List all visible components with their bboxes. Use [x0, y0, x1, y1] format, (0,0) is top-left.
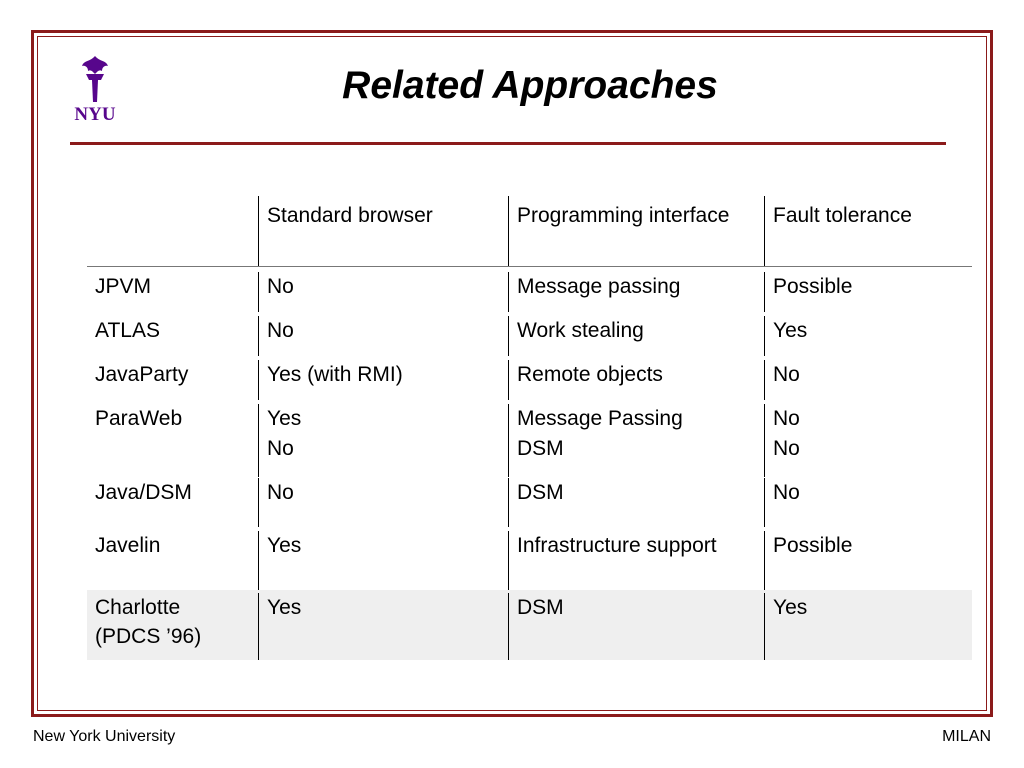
- table-header-row: Standard browser Programming interface F…: [87, 196, 972, 267]
- table-cell: No: [764, 404, 972, 434]
- table-cell: Yes: [764, 316, 972, 356]
- table-cell: DSM: [508, 434, 764, 477]
- slide-border-inner: [37, 36, 987, 711]
- nyu-logo: NYU: [68, 52, 122, 125]
- footer-project: MILAN: [942, 728, 991, 745]
- logo-text: NYU: [74, 104, 116, 125]
- title-rule: [70, 142, 946, 145]
- table-cell: No: [258, 434, 508, 477]
- header-cell: [87, 196, 258, 266]
- table-cell: Yes: [258, 593, 508, 660]
- table-cell: No: [258, 478, 508, 527]
- table-cell: No: [764, 434, 972, 477]
- table-cell: JavaParty: [95, 363, 189, 386]
- table-cell: DSM: [508, 478, 764, 527]
- table-cell: DSM: [508, 593, 764, 660]
- torch-icon: [82, 56, 108, 102]
- table-row: No DSM No: [87, 434, 972, 477]
- slide-border-outer: [31, 30, 993, 717]
- table-cell: [87, 434, 258, 477]
- table-row: Charlotte (PDCS ’96) Yes DSM Yes: [87, 590, 972, 660]
- table-row: JPVM No Message passing Possible: [87, 267, 972, 312]
- table-row: ATLAS No Work stealing Yes: [87, 312, 972, 356]
- table-cell: Possible: [764, 531, 972, 590]
- table-cell: Infrastructure support: [508, 531, 764, 590]
- table-cell: No: [764, 478, 972, 527]
- header-cell: Programming interface: [508, 196, 764, 266]
- header-cell: Fault tolerance: [764, 196, 972, 266]
- table-cell: Possible: [764, 272, 972, 312]
- table-cell: Javelin: [95, 534, 161, 557]
- comparison-table: Standard browser Programming interface F…: [87, 196, 972, 660]
- table-cell: No: [764, 360, 972, 400]
- table-cell: Java/DSM: [95, 481, 192, 504]
- table-cell: ATLAS: [95, 319, 160, 342]
- header-cell: Standard browser: [258, 196, 508, 266]
- table-cell: ParaWeb: [95, 407, 183, 430]
- table-cell: Charlotte (PDCS ’96): [95, 596, 202, 648]
- table-cell: JPVM: [95, 275, 152, 298]
- table-cell: Yes: [764, 593, 972, 660]
- table-cell: Yes: [258, 404, 508, 434]
- table-cell: Yes: [258, 531, 508, 590]
- table-row: ParaWeb Yes Message Passing No: [87, 400, 972, 434]
- table-cell: No: [258, 272, 508, 312]
- footer-university: New York University: [33, 728, 176, 745]
- table-row: JavaParty Yes (with RMI) Remote objects …: [87, 356, 972, 400]
- table-cell: Remote objects: [508, 360, 764, 400]
- table-cell: Message passing: [508, 272, 764, 312]
- table-row: Java/DSM No DSM No: [87, 477, 972, 527]
- table-cell: Yes (with RMI): [258, 360, 508, 400]
- table-row: Javelin Yes Infrastructure support Possi…: [87, 527, 972, 590]
- slide-title: Related Approaches: [342, 64, 718, 107]
- table-cell: No: [258, 316, 508, 356]
- table-cell: Message Passing: [508, 404, 764, 434]
- table-cell: Work stealing: [508, 316, 764, 356]
